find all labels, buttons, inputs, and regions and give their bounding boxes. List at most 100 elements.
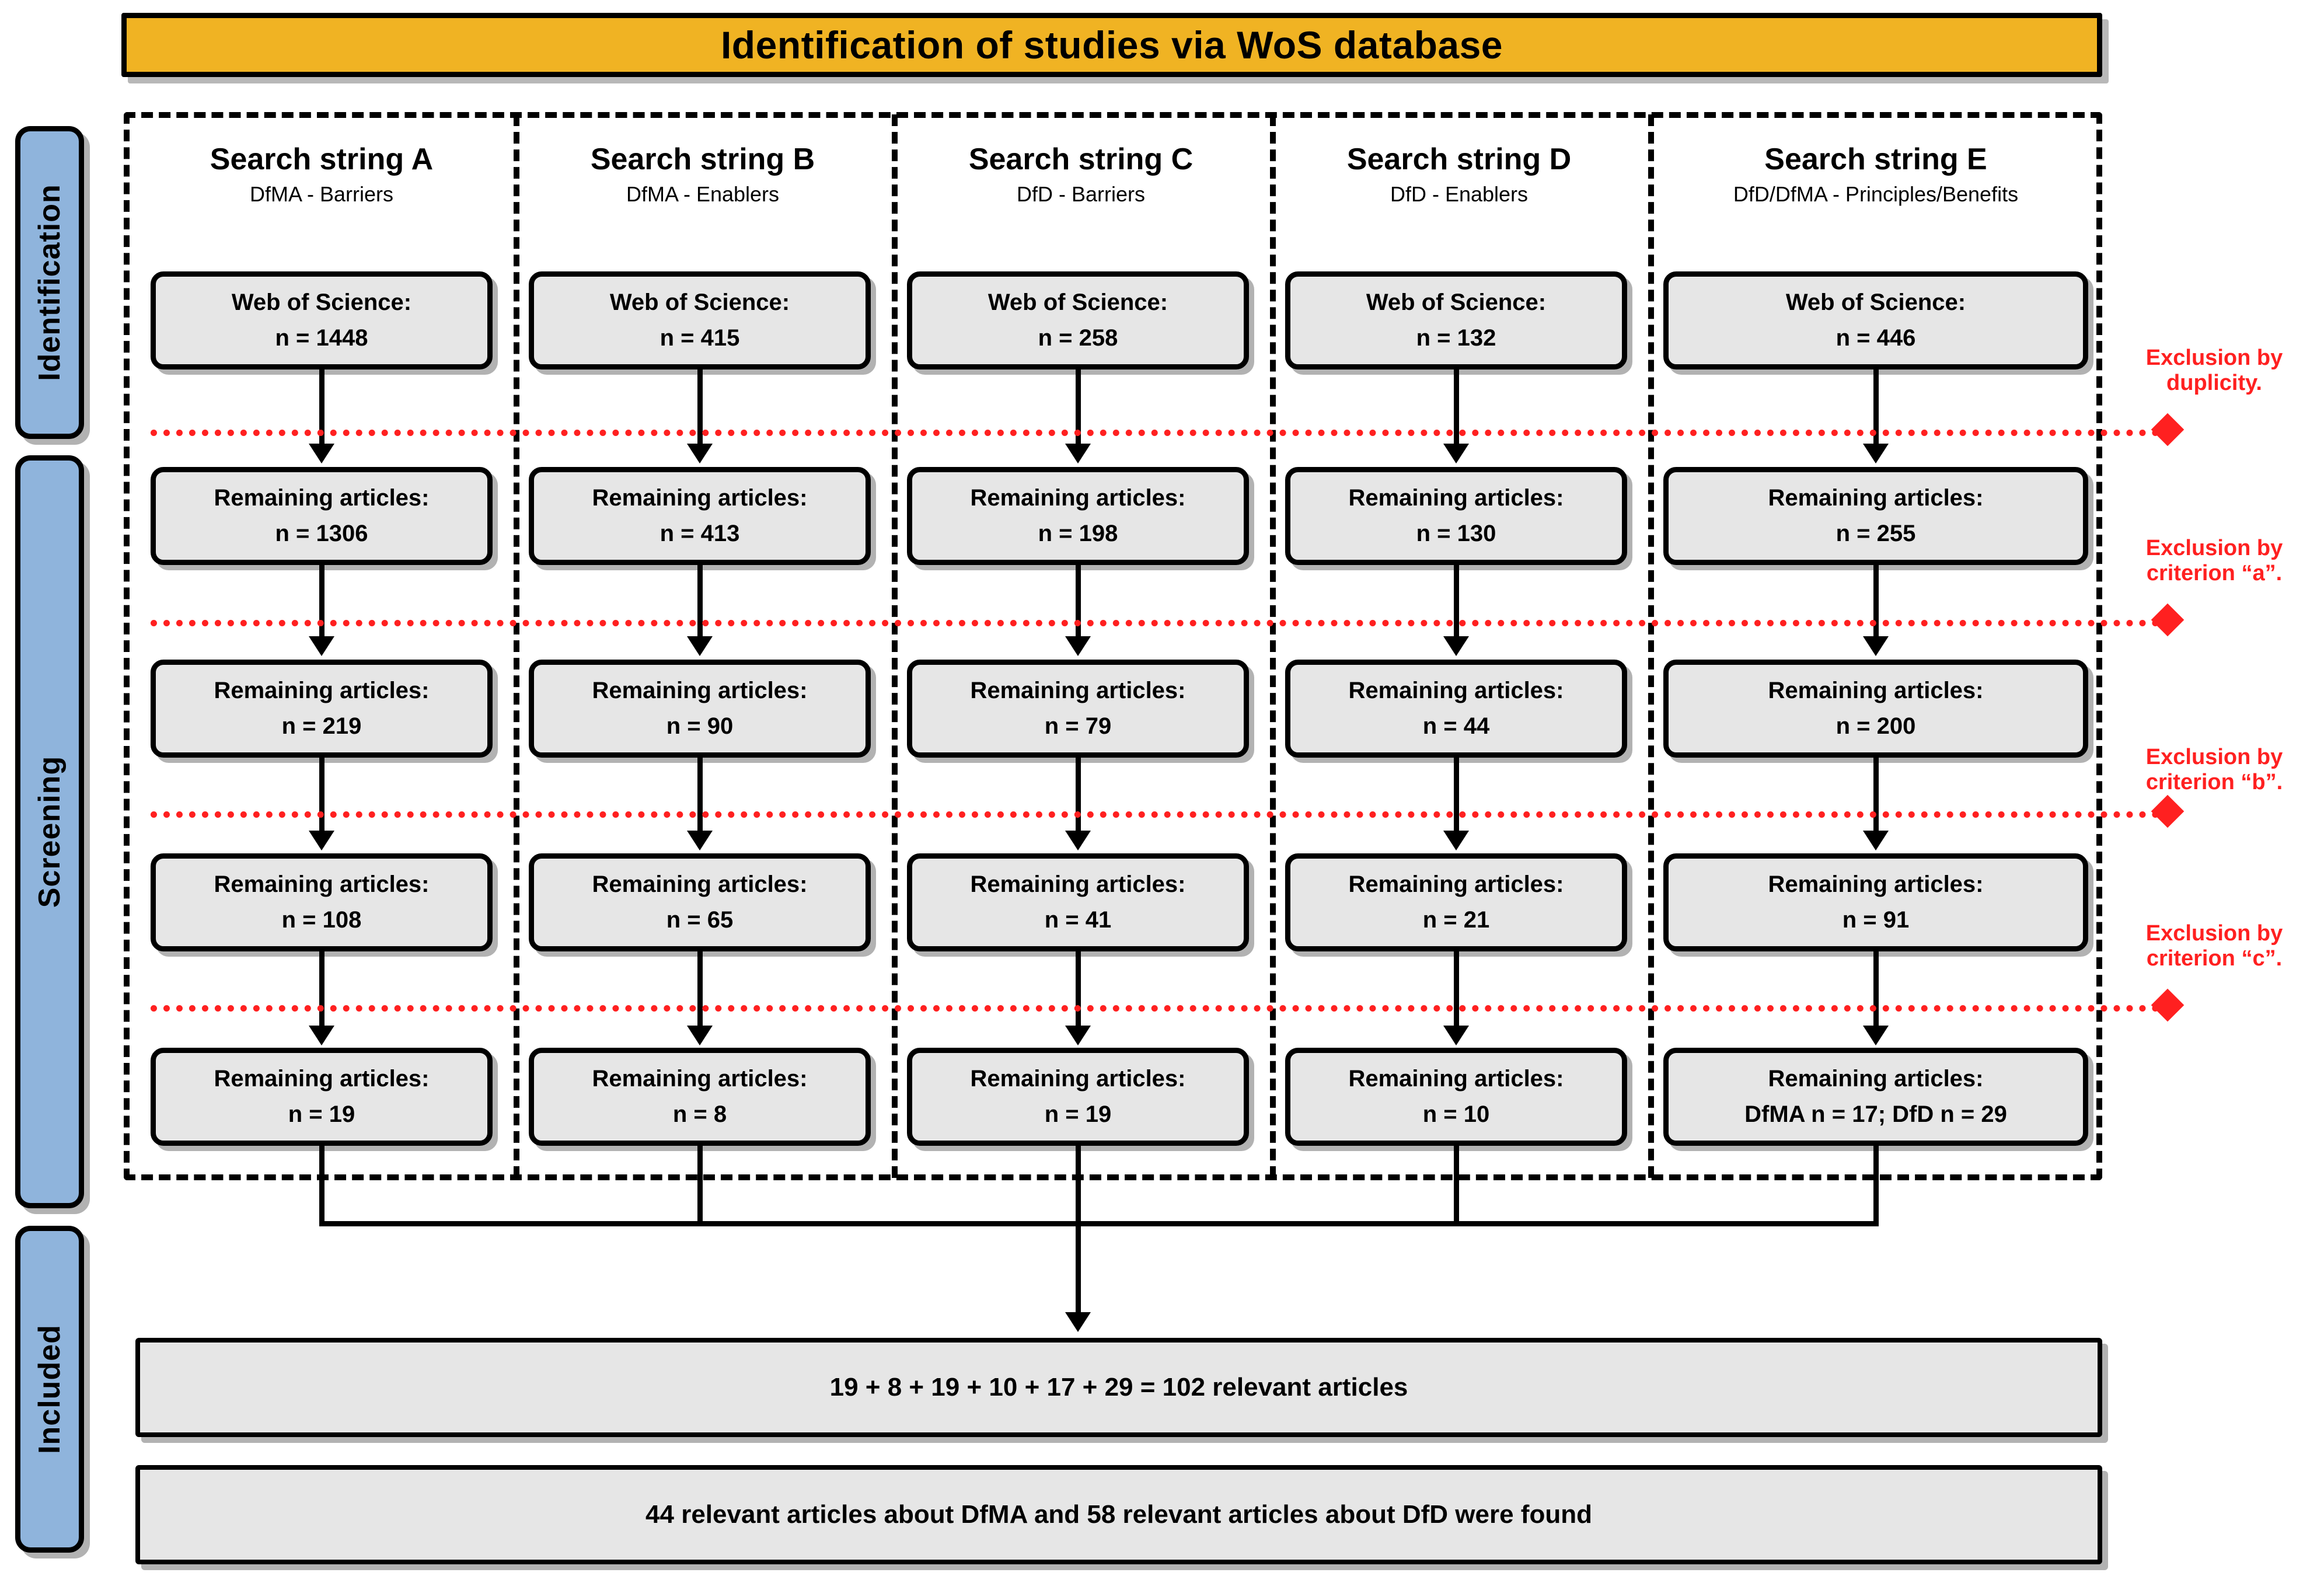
page-title: Identification of studies via WoS databa… (720, 23, 1503, 67)
exclusion-label-3: Exclusion by criterion “b”. (2109, 745, 2319, 794)
box-value: n = 446 (1836, 325, 1916, 351)
box-label: Remaining articles: (214, 485, 430, 511)
box-label: Web of Science: (609, 290, 790, 316)
box-label: Remaining articles: (592, 1066, 808, 1092)
connector-c1-r2r3 (319, 565, 324, 638)
box-label: Remaining articles: (592, 485, 808, 511)
flow-box-r1c2: Web of Science: n = 415 (529, 271, 871, 369)
box-label: Web of Science: (231, 290, 412, 316)
flow-box-r3c2: Remaining articles: n = 90 (529, 660, 871, 758)
arrowhead-c4-r4r5 (1443, 1026, 1469, 1045)
exclusion-label-line2: criterion “a”. (2146, 560, 2283, 585)
column-separator-3 (1270, 114, 1276, 1178)
connector-c1-r4r5 (319, 951, 324, 1027)
arrowhead-c2-r1r2 (687, 444, 713, 463)
exclusion-label-4: Exclusion by criterion “c”. (2109, 921, 2319, 971)
merge-drop (1076, 1221, 1081, 1314)
stage-label-text: Included (33, 1324, 67, 1454)
arrowhead-c1-r3r4 (309, 831, 334, 850)
connector-c3-r4r5 (1076, 951, 1081, 1027)
box-value: n = 19 (288, 1101, 355, 1127)
exclusion-line-3 (151, 811, 2159, 818)
box-value: n = 258 (1038, 325, 1118, 351)
box-value: n = 79 (1044, 713, 1112, 739)
summary-box-total: 19 + 8 + 19 + 10 + 17 + 29 = 102 relevan… (135, 1338, 2102, 1437)
box-label: Remaining articles: (214, 1066, 430, 1092)
box-value: n = 130 (1416, 521, 1496, 546)
box-label: Remaining articles: (1768, 678, 1984, 704)
box-value: n = 1448 (275, 325, 368, 351)
column-heading: Search string E (1764, 142, 1987, 176)
connector-c1-r3r4 (319, 758, 324, 832)
box-value: n = 91 (1842, 907, 1910, 933)
arrowhead-c5-r1r2 (1863, 444, 1889, 463)
connector-c3-r1r2 (1076, 369, 1081, 447)
connector-c4-r2r3 (1454, 565, 1459, 638)
arrowhead-c2-r4r5 (687, 1026, 713, 1045)
box-value: n = 108 (281, 907, 362, 933)
connector-c4-r1r2 (1454, 369, 1459, 447)
flow-box-r2c3: Remaining articles: n = 198 (907, 467, 1249, 565)
merge-stem-c3 (1076, 1146, 1081, 1225)
connector-c2-r2r3 (697, 565, 703, 638)
box-label: Remaining articles: (1348, 485, 1564, 511)
box-label: Remaining articles: (970, 1066, 1186, 1092)
column-heading: Search string C (968, 142, 1194, 176)
flow-box-r4c1: Remaining articles: n = 108 (151, 853, 493, 951)
page-title-banner: Identification of studies via WoS databa… (121, 13, 2102, 77)
merge-bus (319, 1221, 1879, 1226)
column-heading: Search string B (590, 142, 815, 176)
flow-box-r4c5: Remaining articles: n = 91 (1663, 853, 2088, 951)
box-label: Web of Science: (987, 290, 1168, 316)
box-label: Remaining articles: (1768, 485, 1984, 511)
column-separator-1 (514, 114, 519, 1178)
arrowhead-c3-r4r5 (1065, 1026, 1091, 1045)
box-value: n = 219 (281, 713, 362, 739)
box-label: Remaining articles: (970, 678, 1186, 704)
connector-c4-r4r5 (1454, 951, 1459, 1027)
column-separator-4 (1648, 114, 1654, 1178)
exclusion-label-2: Exclusion by criterion “a”. (2109, 536, 2319, 585)
stage-label-included: Included (15, 1226, 84, 1553)
summary-text: 44 relevant articles about DfMA and 58 r… (645, 1500, 1592, 1529)
merge-stem-c5 (1873, 1146, 1879, 1225)
flow-box-r4c4: Remaining articles: n = 21 (1285, 853, 1627, 951)
exclusion-marker-3 (2151, 794, 2185, 828)
flow-box-r2c1: Remaining articles: n = 1306 (151, 467, 493, 565)
box-value: n = 132 (1416, 325, 1496, 351)
column-header-e: Search string E DfD/DfMA - Principles/Be… (1654, 144, 2098, 205)
box-value: n = 10 (1422, 1101, 1490, 1127)
box-value: n = 1306 (275, 521, 368, 546)
arrowhead-c4-r2r3 (1443, 636, 1469, 656)
flow-box-r5c5: Remaining articles: DfMA n = 17; DfD n =… (1663, 1048, 2088, 1146)
connector-c5-r4r5 (1873, 951, 1879, 1027)
merge-stem-c2 (697, 1146, 703, 1225)
connector-c5-r2r3 (1873, 565, 1879, 638)
column-separator-2 (892, 114, 898, 1178)
box-label: Remaining articles: (1348, 871, 1564, 898)
stage-label-screening: Screening (15, 455, 84, 1208)
connector-c2-r1r2 (697, 369, 703, 447)
flow-box-r5c3: Remaining articles: n = 19 (907, 1048, 1249, 1146)
stage-label-text: Identification (33, 184, 67, 381)
arrowhead-c3-r3r4 (1065, 831, 1091, 850)
flow-box-r5c2: Remaining articles: n = 8 (529, 1048, 871, 1146)
box-value: n = 415 (659, 325, 740, 351)
box-value: n = 90 (666, 713, 734, 739)
connector-c2-r4r5 (697, 951, 703, 1027)
box-label: Remaining articles: (214, 871, 430, 898)
column-header-c: Search string C DfD - Barriers (898, 144, 1264, 205)
exclusion-line-4 (151, 1005, 2159, 1012)
column-header-a: Search string A DfMA - Barriers (138, 144, 505, 205)
flow-box-r4c2: Remaining articles: n = 65 (529, 853, 871, 951)
arrowhead-c4-r1r2 (1443, 444, 1469, 463)
arrowhead-c4-r3r4 (1443, 831, 1469, 850)
stage-label-identification: Identification (15, 126, 84, 439)
exclusion-label-1: Exclusion by duplicity. (2109, 346, 2319, 395)
arrowhead-c1-r4r5 (309, 1026, 334, 1045)
flow-box-r3c4: Remaining articles: n = 44 (1285, 660, 1627, 758)
arrowhead-c5-r4r5 (1863, 1026, 1889, 1045)
column-heading: Search string D (1346, 142, 1572, 176)
column-subheading: DfMA - Barriers (249, 182, 394, 206)
merge-arrowhead (1065, 1312, 1091, 1332)
